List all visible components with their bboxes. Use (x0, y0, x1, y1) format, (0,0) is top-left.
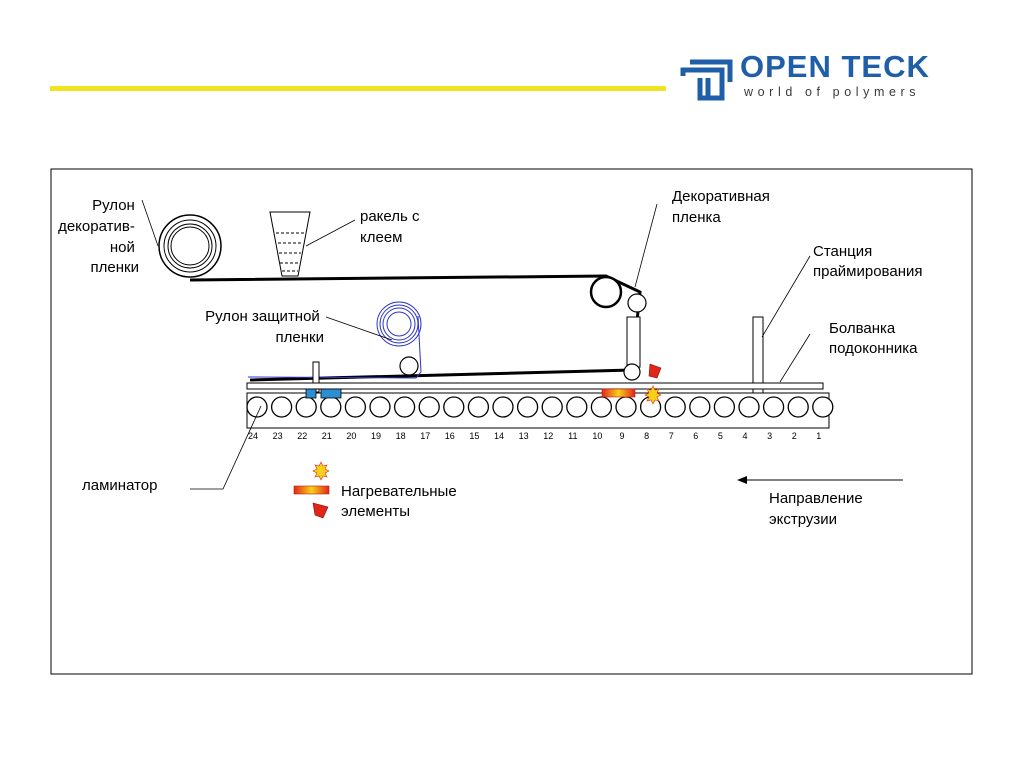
roller (541, 396, 563, 418)
roller-number: 6 (693, 431, 698, 441)
roller-number: 3 (767, 431, 772, 441)
roller (689, 396, 711, 418)
label-heaters: Нагревательные элементы (341, 483, 461, 520)
roller (615, 396, 637, 418)
open-teck-logo: OPEN TECK world of polymers (680, 49, 930, 101)
roller (270, 396, 293, 418)
roller-number: 17 (420, 431, 430, 441)
guide-roll-small (627, 293, 647, 313)
logo-tagline: world of polymers (743, 85, 920, 99)
label-decor-roll: Рулон декоратив- ной пленки (58, 197, 139, 276)
label-direction: Направление экструзии (769, 490, 867, 528)
doctor-blade-hopper (269, 211, 311, 277)
roller (443, 396, 465, 418)
roller-number: 15 (469, 431, 479, 441)
roller (393, 396, 416, 418)
roller-number: 11 (568, 431, 577, 441)
sill-blank (246, 382, 824, 390)
heater-star-inline-icon (644, 385, 662, 405)
roller (590, 396, 613, 418)
roller (762, 396, 785, 418)
label-protective-roll: Рулон защитной пленки (205, 308, 324, 346)
roller-number: 19 (371, 431, 381, 441)
roller-number: 7 (669, 431, 674, 441)
cooler-block-1 (305, 388, 317, 399)
roller-number: 8 (644, 431, 649, 441)
roller (713, 396, 736, 418)
roller (738, 396, 760, 418)
roller (320, 396, 342, 418)
legend-bar-heater-icon (293, 485, 330, 495)
roller (418, 396, 440, 418)
label-primer-station: Станция праймирования (813, 243, 923, 280)
diagram-frame (50, 168, 973, 675)
roller-number: 16 (445, 431, 455, 441)
heater-bar-inline (601, 388, 636, 398)
direction-arrow-icon (737, 476, 903, 484)
roller-number: 21 (322, 431, 332, 441)
roller-number: 23 (273, 431, 283, 441)
roller (516, 396, 539, 418)
roller-number: 24 (248, 431, 258, 441)
label-sill-blank: Болванка подоконника (829, 320, 918, 357)
roller-row (246, 396, 834, 418)
guide-roll-large (589, 275, 623, 309)
label-laminator: ламинатор (82, 477, 157, 494)
roller-number: 9 (619, 431, 624, 441)
leader-lines (141, 199, 811, 490)
legend-lamp-heater-icon (312, 502, 329, 519)
header-bar (50, 86, 666, 91)
roller-number: 2 (792, 431, 797, 441)
decor-film-roll (158, 214, 222, 278)
roller-number: 14 (494, 431, 504, 441)
press-roll (623, 363, 641, 381)
roller (492, 396, 514, 418)
protective-film-roll (247, 301, 422, 379)
heater-lamp-inline-icon (648, 363, 662, 379)
roller-number: 18 (396, 431, 406, 441)
roller-number: 5 (718, 431, 723, 441)
roller (467, 396, 490, 418)
logo-name: OPEN TECK (740, 49, 930, 84)
press-post (626, 316, 641, 368)
roller (344, 396, 367, 418)
roller (369, 396, 391, 418)
roller (246, 396, 268, 418)
label-decor-film: Декоративная пленка (672, 188, 774, 226)
label-doctor-blade: ракель с клеем (360, 208, 424, 246)
roller (566, 396, 588, 418)
roller-number: 12 (543, 431, 553, 441)
roller-number: 20 (346, 431, 356, 441)
roller-number: 1 (816, 431, 821, 441)
decor-film-path (189, 274, 642, 382)
roller-number: 22 (297, 431, 307, 441)
logo-mark-icon (680, 59, 733, 101)
roller (295, 396, 317, 418)
roller-number: 10 (592, 431, 602, 441)
roller (812, 396, 834, 418)
legend-star-heater-icon (312, 461, 330, 481)
roller (787, 396, 809, 418)
roller-number: 13 (519, 431, 529, 441)
roller-number: 4 (742, 431, 747, 441)
cooler-block-2 (320, 388, 342, 399)
protective-guide-roll (399, 356, 419, 376)
roller (664, 396, 686, 418)
